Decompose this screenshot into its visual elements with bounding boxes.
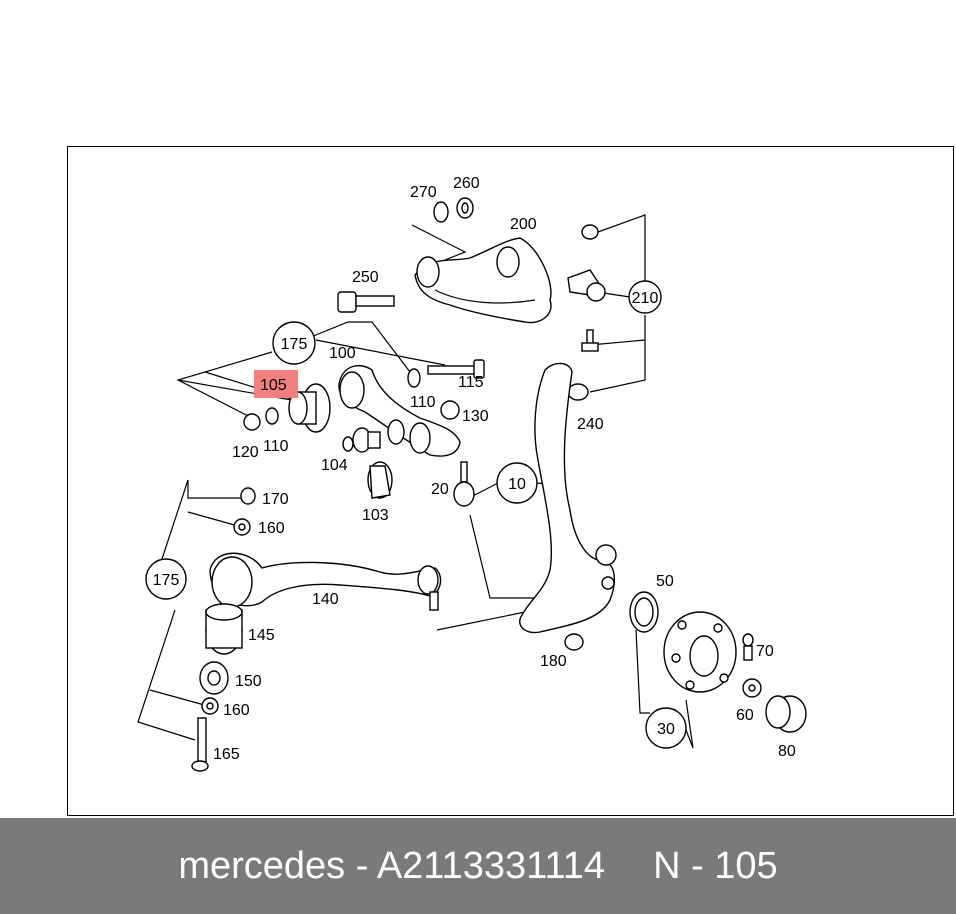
nut-180 xyxy=(564,633,584,651)
brand-part-number: mercedes - A2113331114 xyxy=(178,844,606,887)
bushing-103 xyxy=(367,461,393,499)
diagram-frame xyxy=(67,146,954,816)
hub-30 xyxy=(663,611,737,693)
nut-240 xyxy=(567,383,589,401)
label-130: 130 xyxy=(462,408,489,425)
label-50: 50 xyxy=(656,573,674,590)
nut-260 xyxy=(456,197,474,219)
nut-170 xyxy=(240,487,256,505)
nut-60 xyxy=(742,678,762,698)
label-200: 200 xyxy=(510,216,537,233)
cap-80 xyxy=(765,695,807,733)
bolt-115 xyxy=(427,359,485,379)
label-30: 30 xyxy=(657,721,675,738)
washer-160-lower xyxy=(201,697,219,715)
label-110-lower: 110 xyxy=(263,438,289,455)
label-250: 250 xyxy=(352,269,379,286)
label-240: 240 xyxy=(577,416,604,433)
bushing-145 xyxy=(205,603,243,655)
bushing-104 xyxy=(342,419,405,453)
label-170: 170 xyxy=(262,491,289,508)
callout-circle-10 xyxy=(496,462,538,504)
control-arm-100 xyxy=(338,364,461,457)
label-60: 60 xyxy=(736,707,754,724)
highlight-105 xyxy=(254,370,298,398)
washer-110-upper xyxy=(407,368,421,388)
control-arm-140 xyxy=(209,552,442,611)
bushing-105 xyxy=(288,383,331,433)
label-180: 180 xyxy=(540,653,567,670)
callout-circle-175-lower xyxy=(145,558,187,600)
label-115: 115 xyxy=(458,374,484,391)
callout-circle-30 xyxy=(645,707,687,749)
label-165: 165 xyxy=(213,746,240,763)
washer-270 xyxy=(433,201,449,223)
label-104: 104 xyxy=(321,457,348,474)
callout-circle-210 xyxy=(628,280,662,314)
label-270: 270 xyxy=(410,184,437,201)
ball-joint-20 xyxy=(453,461,475,507)
label-160-upper: 160 xyxy=(258,520,285,537)
label-140: 140 xyxy=(312,591,339,608)
label-175-upper: 175 xyxy=(281,336,308,353)
label-175-lower: 175 xyxy=(153,572,180,589)
label-110-upper: 110 xyxy=(410,394,436,411)
label-260: 260 xyxy=(453,175,480,192)
label-145: 145 xyxy=(248,627,275,644)
washer-160-upper xyxy=(233,518,251,536)
nut-130 xyxy=(440,400,460,420)
label-10: 10 xyxy=(508,476,526,493)
label-100: 100 xyxy=(329,345,356,362)
label-70: 70 xyxy=(756,643,774,660)
bolt-165 xyxy=(191,717,209,772)
label-20: 20 xyxy=(431,481,449,498)
callout-circle-175-upper xyxy=(272,321,316,365)
bushing-150 xyxy=(199,661,229,695)
label-103: 103 xyxy=(362,507,389,524)
washer-110-lower xyxy=(265,407,279,425)
nut-top-210 xyxy=(581,224,599,240)
label-120: 120 xyxy=(232,444,259,461)
label-80: 80 xyxy=(778,743,796,760)
label-105: 105 xyxy=(260,377,287,394)
bolt-70 xyxy=(742,633,754,661)
seal-50 xyxy=(629,591,659,633)
part-number-banner: mercedes - A2113331114 N - 105 xyxy=(0,818,956,914)
steering-knuckle-10 xyxy=(519,362,617,634)
label-150: 150 xyxy=(235,673,262,690)
bolt-210 xyxy=(581,329,599,352)
nut-120 xyxy=(243,413,261,431)
label-160-lower: 160 xyxy=(223,702,250,719)
diagram-position: N - 105 xyxy=(653,844,778,887)
ball-joint-210 xyxy=(567,269,606,302)
label-210: 210 xyxy=(632,290,659,307)
bolt-250 xyxy=(337,291,395,313)
upper-control-arm-200 xyxy=(414,237,552,324)
